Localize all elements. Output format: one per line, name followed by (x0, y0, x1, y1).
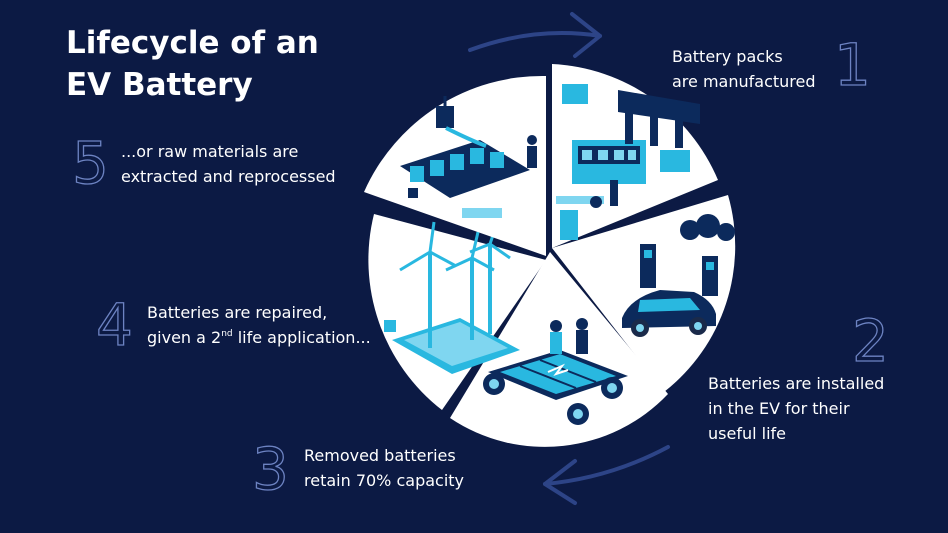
step-1-line-2: are manufactured (672, 72, 816, 91)
step-4-line-2-prefix: given a 2 (147, 328, 222, 347)
title-line-1: Lifecycle of an (66, 25, 319, 61)
step-3-number: 3 (251, 435, 289, 503)
step-2-number: 2 (851, 307, 889, 375)
step-5-number: 5 (71, 129, 109, 197)
step-3-line-2: retain 70% capacity (304, 471, 465, 490)
step-4-line-1: Batteries are repaired, (147, 303, 328, 322)
slice-raw-materials (364, 75, 546, 256)
step-2-text: Batteries are installed in the EV for th… (708, 371, 884, 446)
cycle-arrow-top (468, 12, 602, 58)
step-5-line-2: extracted and reprocessed (121, 167, 336, 186)
step-5-text: ...or raw materials are extracted and re… (121, 139, 336, 189)
step-4-text: Batteries are repaired, given a 2nd life… (147, 300, 371, 350)
step-4-ordinal-suffix: nd (221, 329, 233, 339)
step-1-number: 1 (833, 31, 871, 99)
slice-second-life (368, 214, 546, 410)
step-2-line-2: in the EV for their (708, 399, 850, 418)
step-3-line-1: Removed batteries (304, 446, 456, 465)
step-2-line-3: useful life (708, 424, 786, 443)
slice-manufacturing (552, 64, 718, 248)
cycle-arrow-bottom (543, 445, 670, 505)
wind-farm-illustration (384, 219, 520, 374)
slice-removed-batteries (450, 252, 668, 447)
step-3-text: Removed batteries retain 70% capacity (304, 443, 464, 493)
factory-illustration (556, 84, 700, 240)
page-title: Lifecycle of an EV Battery (66, 22, 319, 106)
step-4-number: 4 (95, 291, 133, 359)
step-1-line-1: Battery packs (672, 47, 783, 66)
step-2-line-1: Batteries are installed (708, 374, 885, 393)
battery-chassis-illustration (483, 318, 628, 425)
step-4-line-2-suffix: life application... (232, 328, 371, 347)
step-4-line-2: given a 2nd life application... (147, 325, 371, 350)
ev-charging-illustration (622, 214, 735, 337)
step-5-line-1: ...or raw materials are (121, 142, 299, 161)
slice-ev-installation (552, 195, 736, 392)
step-1-text: Battery packs are manufactured (672, 44, 816, 94)
recycling-plant-illustration (400, 96, 537, 218)
title-line-2: EV Battery (66, 67, 253, 103)
